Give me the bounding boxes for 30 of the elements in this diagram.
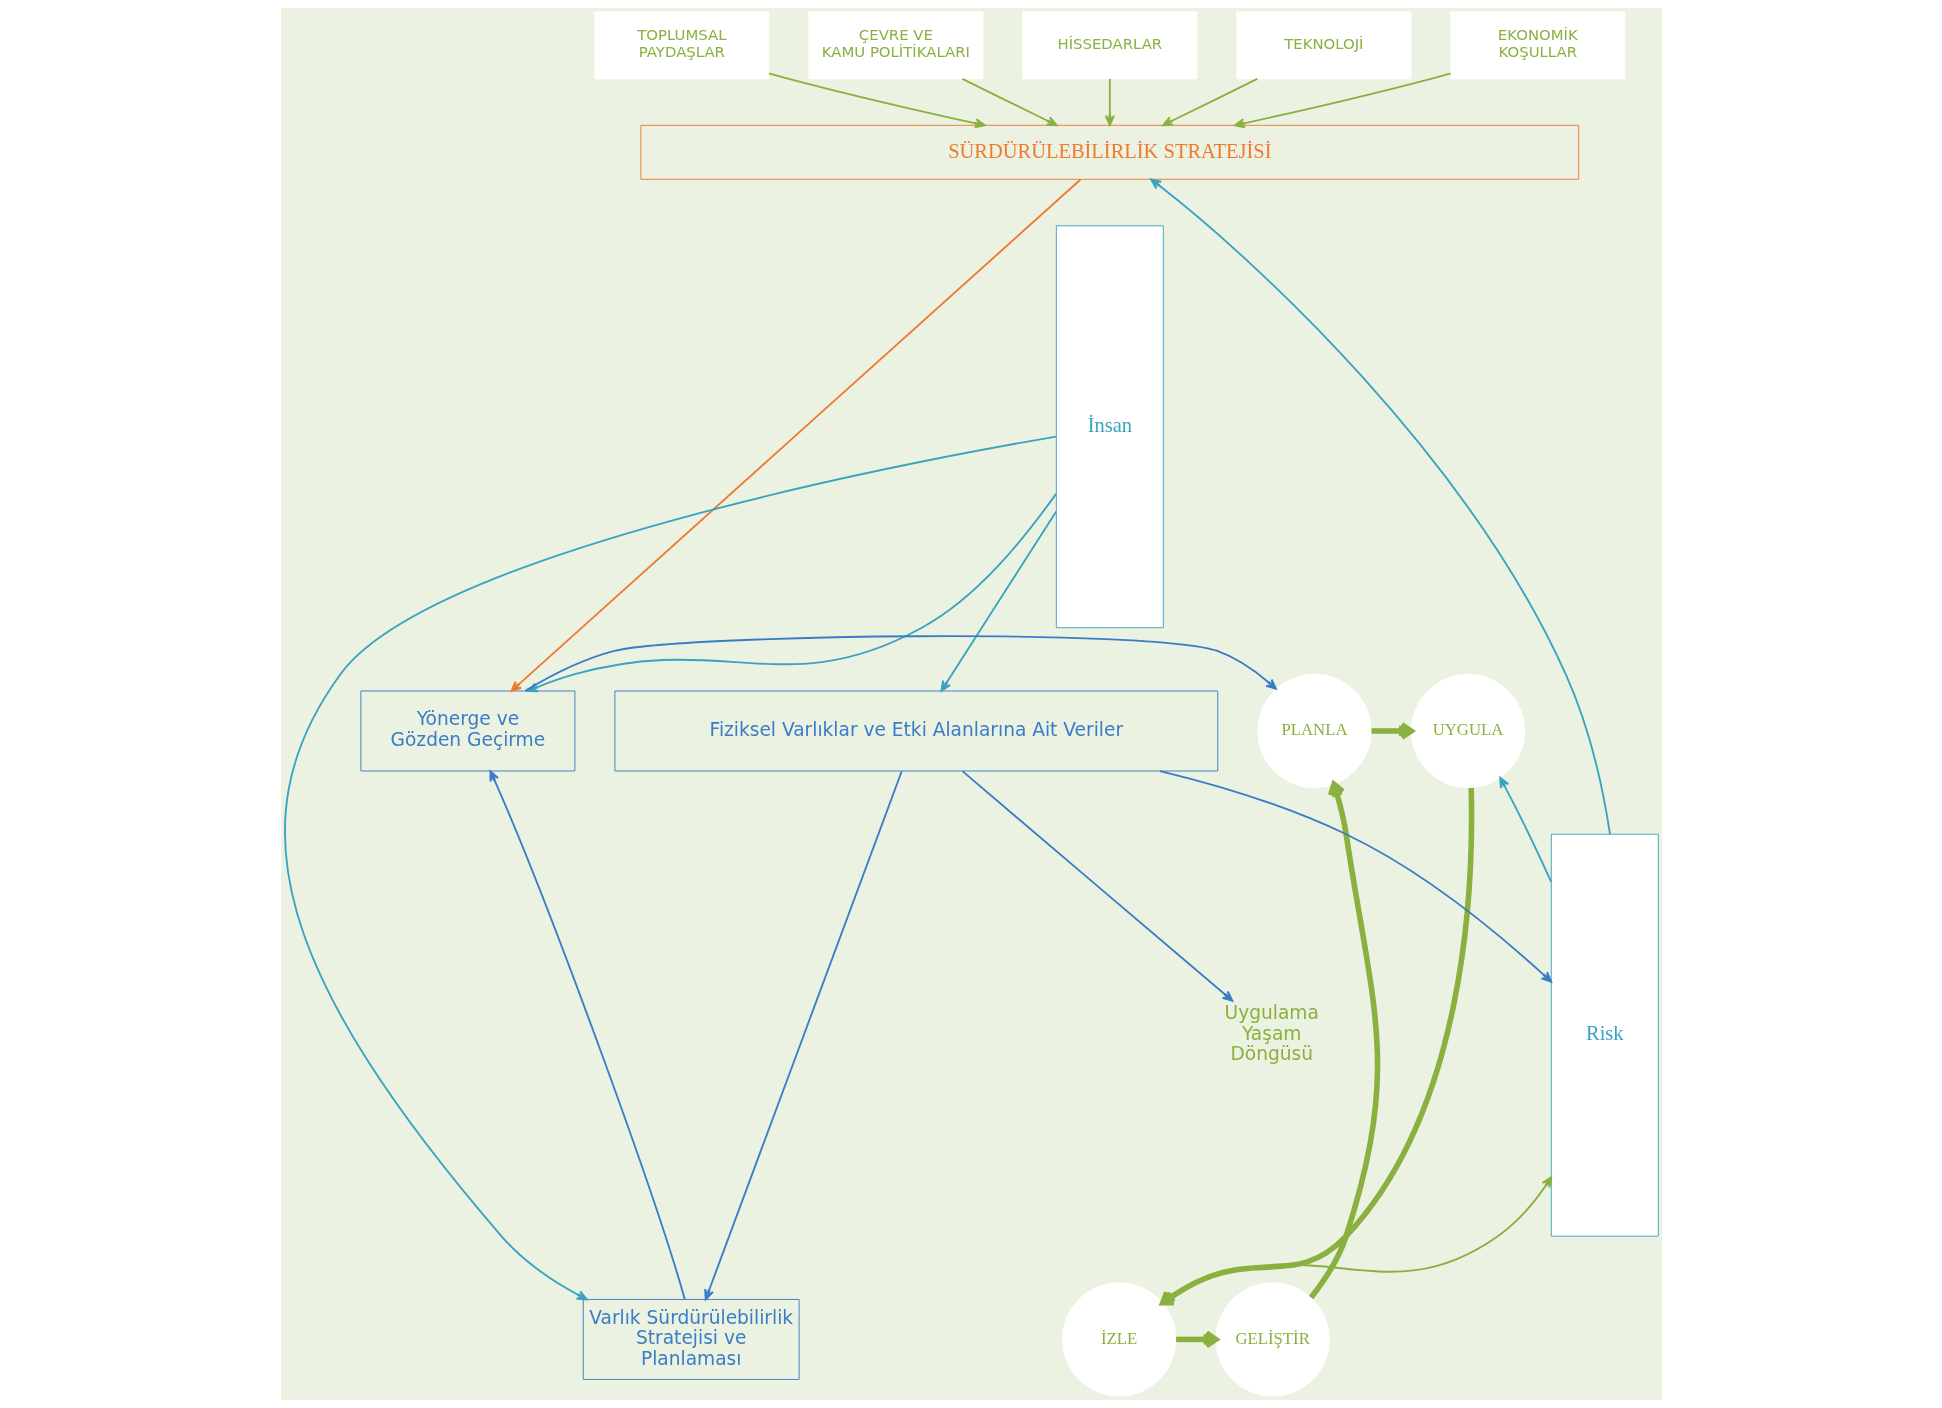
arrow [961, 770, 1233, 1002]
arrow [1158, 770, 1552, 983]
node-box: EKONOMİK KOŞULLAR [1449, 11, 1625, 80]
arrow [1175, 1330, 1219, 1349]
arrow [940, 510, 1057, 692]
node-circle: PLANLA [1256, 673, 1372, 789]
arrow [1149, 178, 1611, 836]
node-box: İnsan [1055, 225, 1164, 629]
arrow [1233, 72, 1452, 129]
node-box: TEKNOLOJİ [1235, 11, 1411, 80]
arrow [283, 435, 1057, 1301]
node-box: HİSSEDARLAR [1021, 11, 1197, 80]
node-box: Yönerge ve Gözden Geçirme [359, 690, 575, 772]
arrow [1308, 781, 1380, 1300]
node-circle: GELİŞTİR [1214, 1282, 1330, 1397]
node-box: Risk [1550, 833, 1659, 1237]
node-text: Uygulama Yaşam Döngüsü [1224, 1002, 1319, 1065]
arrow [489, 770, 686, 1301]
node-box: TOPLUMSAL PAYDAŞLAR [593, 11, 769, 80]
arrow [1104, 78, 1115, 126]
arrow [703, 770, 903, 1301]
arrow [1371, 721, 1414, 741]
arrow [960, 78, 1057, 127]
arrow [767, 72, 986, 129]
node-box: SÜRDÜRÜLEBİLİRLİK STRATEJİSİ [639, 124, 1579, 180]
arrow [1498, 776, 1552, 883]
node-box: ÇEVRE VE KAMU POLİTİKALARI [807, 11, 983, 80]
node-box: Fiziksel Varlıklar ve Etki Alanlarına Ait Veriler [613, 690, 1218, 772]
node-box: Varlık Sürdürülebilirlik Stratejisi ve Planlaması [582, 1298, 800, 1380]
arrow [1161, 78, 1258, 127]
